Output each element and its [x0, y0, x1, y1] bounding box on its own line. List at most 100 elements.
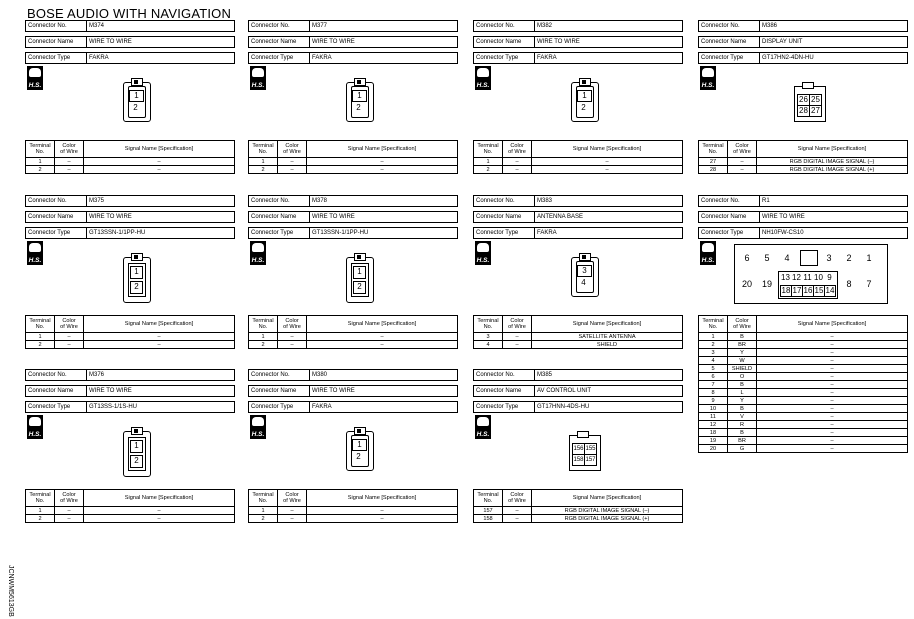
signal-cell: – [756, 388, 908, 397]
connector-no-row: Connector No.M380 [248, 369, 458, 381]
signal-cell: – [83, 514, 235, 523]
pin-label: 2 [581, 103, 586, 112]
wire-color-cell: – [502, 514, 532, 523]
table-row: 158–RGB DIGITAL IMAGE SIGNAL (+) [473, 514, 683, 523]
connector-name-label: Connector Name [473, 211, 535, 223]
wire-color-cell: – [502, 506, 532, 515]
wire-color-cell: B [727, 428, 757, 437]
hand-icon [252, 417, 264, 426]
signal-cell: – [83, 165, 235, 174]
pin-label: 2 [130, 281, 143, 294]
signal-cell: – [306, 165, 458, 174]
latch-slot [134, 429, 138, 433]
connector-type-value: FAKRA [86, 52, 235, 64]
connector-no-value: M377 [309, 20, 458, 32]
terminal-cell: 158 [473, 514, 503, 523]
hand-icon [252, 68, 264, 77]
table-row: 1–– [248, 157, 458, 166]
wire-color-cell: – [502, 340, 532, 349]
signal-cell: – [531, 165, 683, 174]
signal-name-header: Signal Name [Specification] [531, 315, 683, 333]
wire-color-cell: – [277, 340, 307, 349]
connector-name-value: WIRE TO WIRE [309, 385, 458, 397]
table-row: 28–RGB DIGITAL IMAGE SIGNAL (+) [698, 165, 908, 174]
signal-cell: – [756, 340, 908, 349]
terminal-cell: 1 [25, 157, 55, 166]
signal-name-header: Signal Name [Specification] [531, 489, 683, 507]
wire-color-cell: W [727, 356, 757, 365]
signal-cell: – [756, 436, 908, 445]
connector-no-value: M378 [309, 195, 458, 207]
wire-color-cell: V [727, 412, 757, 421]
connector-type-label: Connector Type [25, 52, 87, 64]
pin-label: 2 [353, 281, 366, 294]
terminal-cell: 20 [698, 444, 728, 453]
terminal-cell: 2 [25, 340, 55, 349]
signal-cell: RGB DIGITAL IMAGE SIGNAL (+) [531, 514, 683, 523]
connector-no-label: Connector No. [698, 195, 760, 207]
connector-no-value: M375 [86, 195, 235, 207]
terminal-cell: 3 [473, 332, 503, 341]
connector-name-label: Connector Name [248, 36, 310, 48]
wire-color-cell: B [727, 332, 757, 341]
connector-no-value: R1 [759, 195, 908, 207]
hs-icon: H.S. [27, 66, 43, 90]
pin-label: 2 [356, 103, 361, 112]
wire-color-cell: Y [727, 348, 757, 357]
signal-name-header: Signal Name [Specification] [531, 140, 683, 158]
hand-icon [477, 243, 489, 252]
connector-type-label: Connector Type [698, 227, 760, 239]
pin-label: 7 [866, 279, 872, 289]
connector-name-label: Connector Name [248, 211, 310, 223]
connector-type-value: FAKRA [534, 52, 683, 64]
hs-icon: H.S. [700, 66, 716, 90]
terminal-cell: 11 [698, 412, 728, 421]
pin-label: 1 [352, 439, 367, 451]
terminal-cell: 27 [698, 157, 728, 166]
connector-no-row: Connector No.M385 [473, 369, 683, 381]
connector-type-label: Connector Type [698, 52, 760, 64]
table-row: 1–– [25, 506, 235, 515]
wire-color-cell: O [727, 372, 757, 381]
pin-label: 1 [353, 266, 366, 279]
wire-color-cell: L [727, 388, 757, 397]
connector-type-value: GT13SS-1/1S-HU [86, 401, 235, 413]
signal-cell: – [306, 157, 458, 166]
terminal-cell: 157 [473, 506, 503, 515]
pin-label: 13 [781, 273, 790, 282]
signal-cell: – [756, 404, 908, 413]
terminal-cell: 1 [698, 332, 728, 341]
